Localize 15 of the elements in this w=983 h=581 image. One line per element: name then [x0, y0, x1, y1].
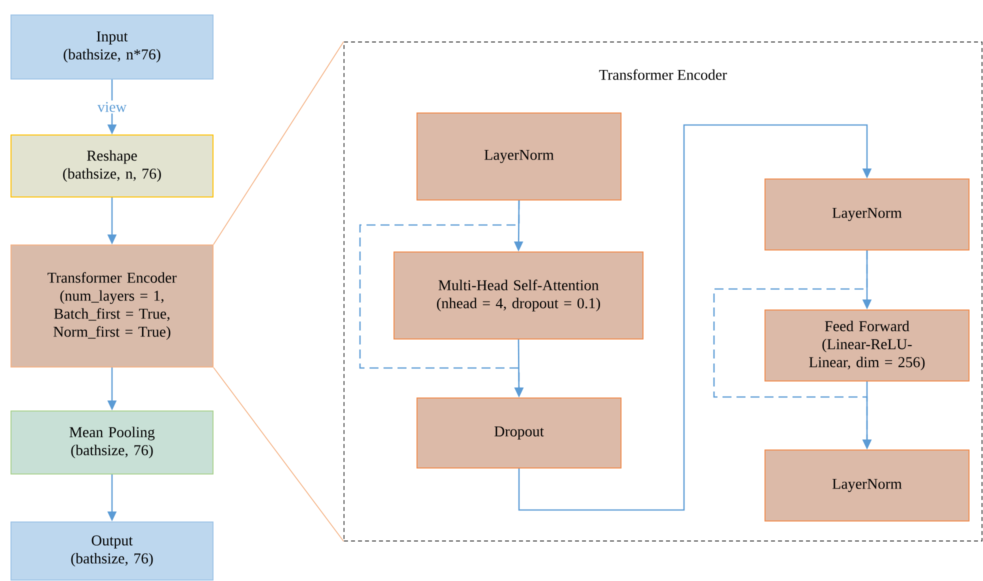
encoder-box: Transformer Encoder (num_layers = 1, Batch_first = True, Norm_first = True) [10, 244, 214, 368]
dropout-box: Dropout [416, 398, 622, 468]
edge-label: view [96, 100, 128, 114]
output-box: Output (bathsize, 76) [10, 522, 214, 580]
pooling-box: Mean Pooling (bathsize, 76) [10, 410, 214, 474]
zoom-line [213, 41, 344, 245]
zoom-line [213, 367, 344, 542]
input-box: Input (bathsize, n*76) [10, 14, 214, 80]
feed-forward-box: Feed Forward (Linear-ReLU-Linear, dim = 256) [764, 310, 970, 382]
layernorm-box: LayerNorm [416, 112, 622, 200]
layernorm-box: LayerNorm [764, 178, 970, 250]
attention-box: Multi-Head Self-Attention (nhead = 4, dropout = 0.1) [394, 252, 644, 340]
arrow [518, 124, 872, 511]
layernorm-box: LayerNorm [764, 450, 970, 522]
reshape-box: Reshape (bathsize, n, 76) [10, 134, 214, 198]
